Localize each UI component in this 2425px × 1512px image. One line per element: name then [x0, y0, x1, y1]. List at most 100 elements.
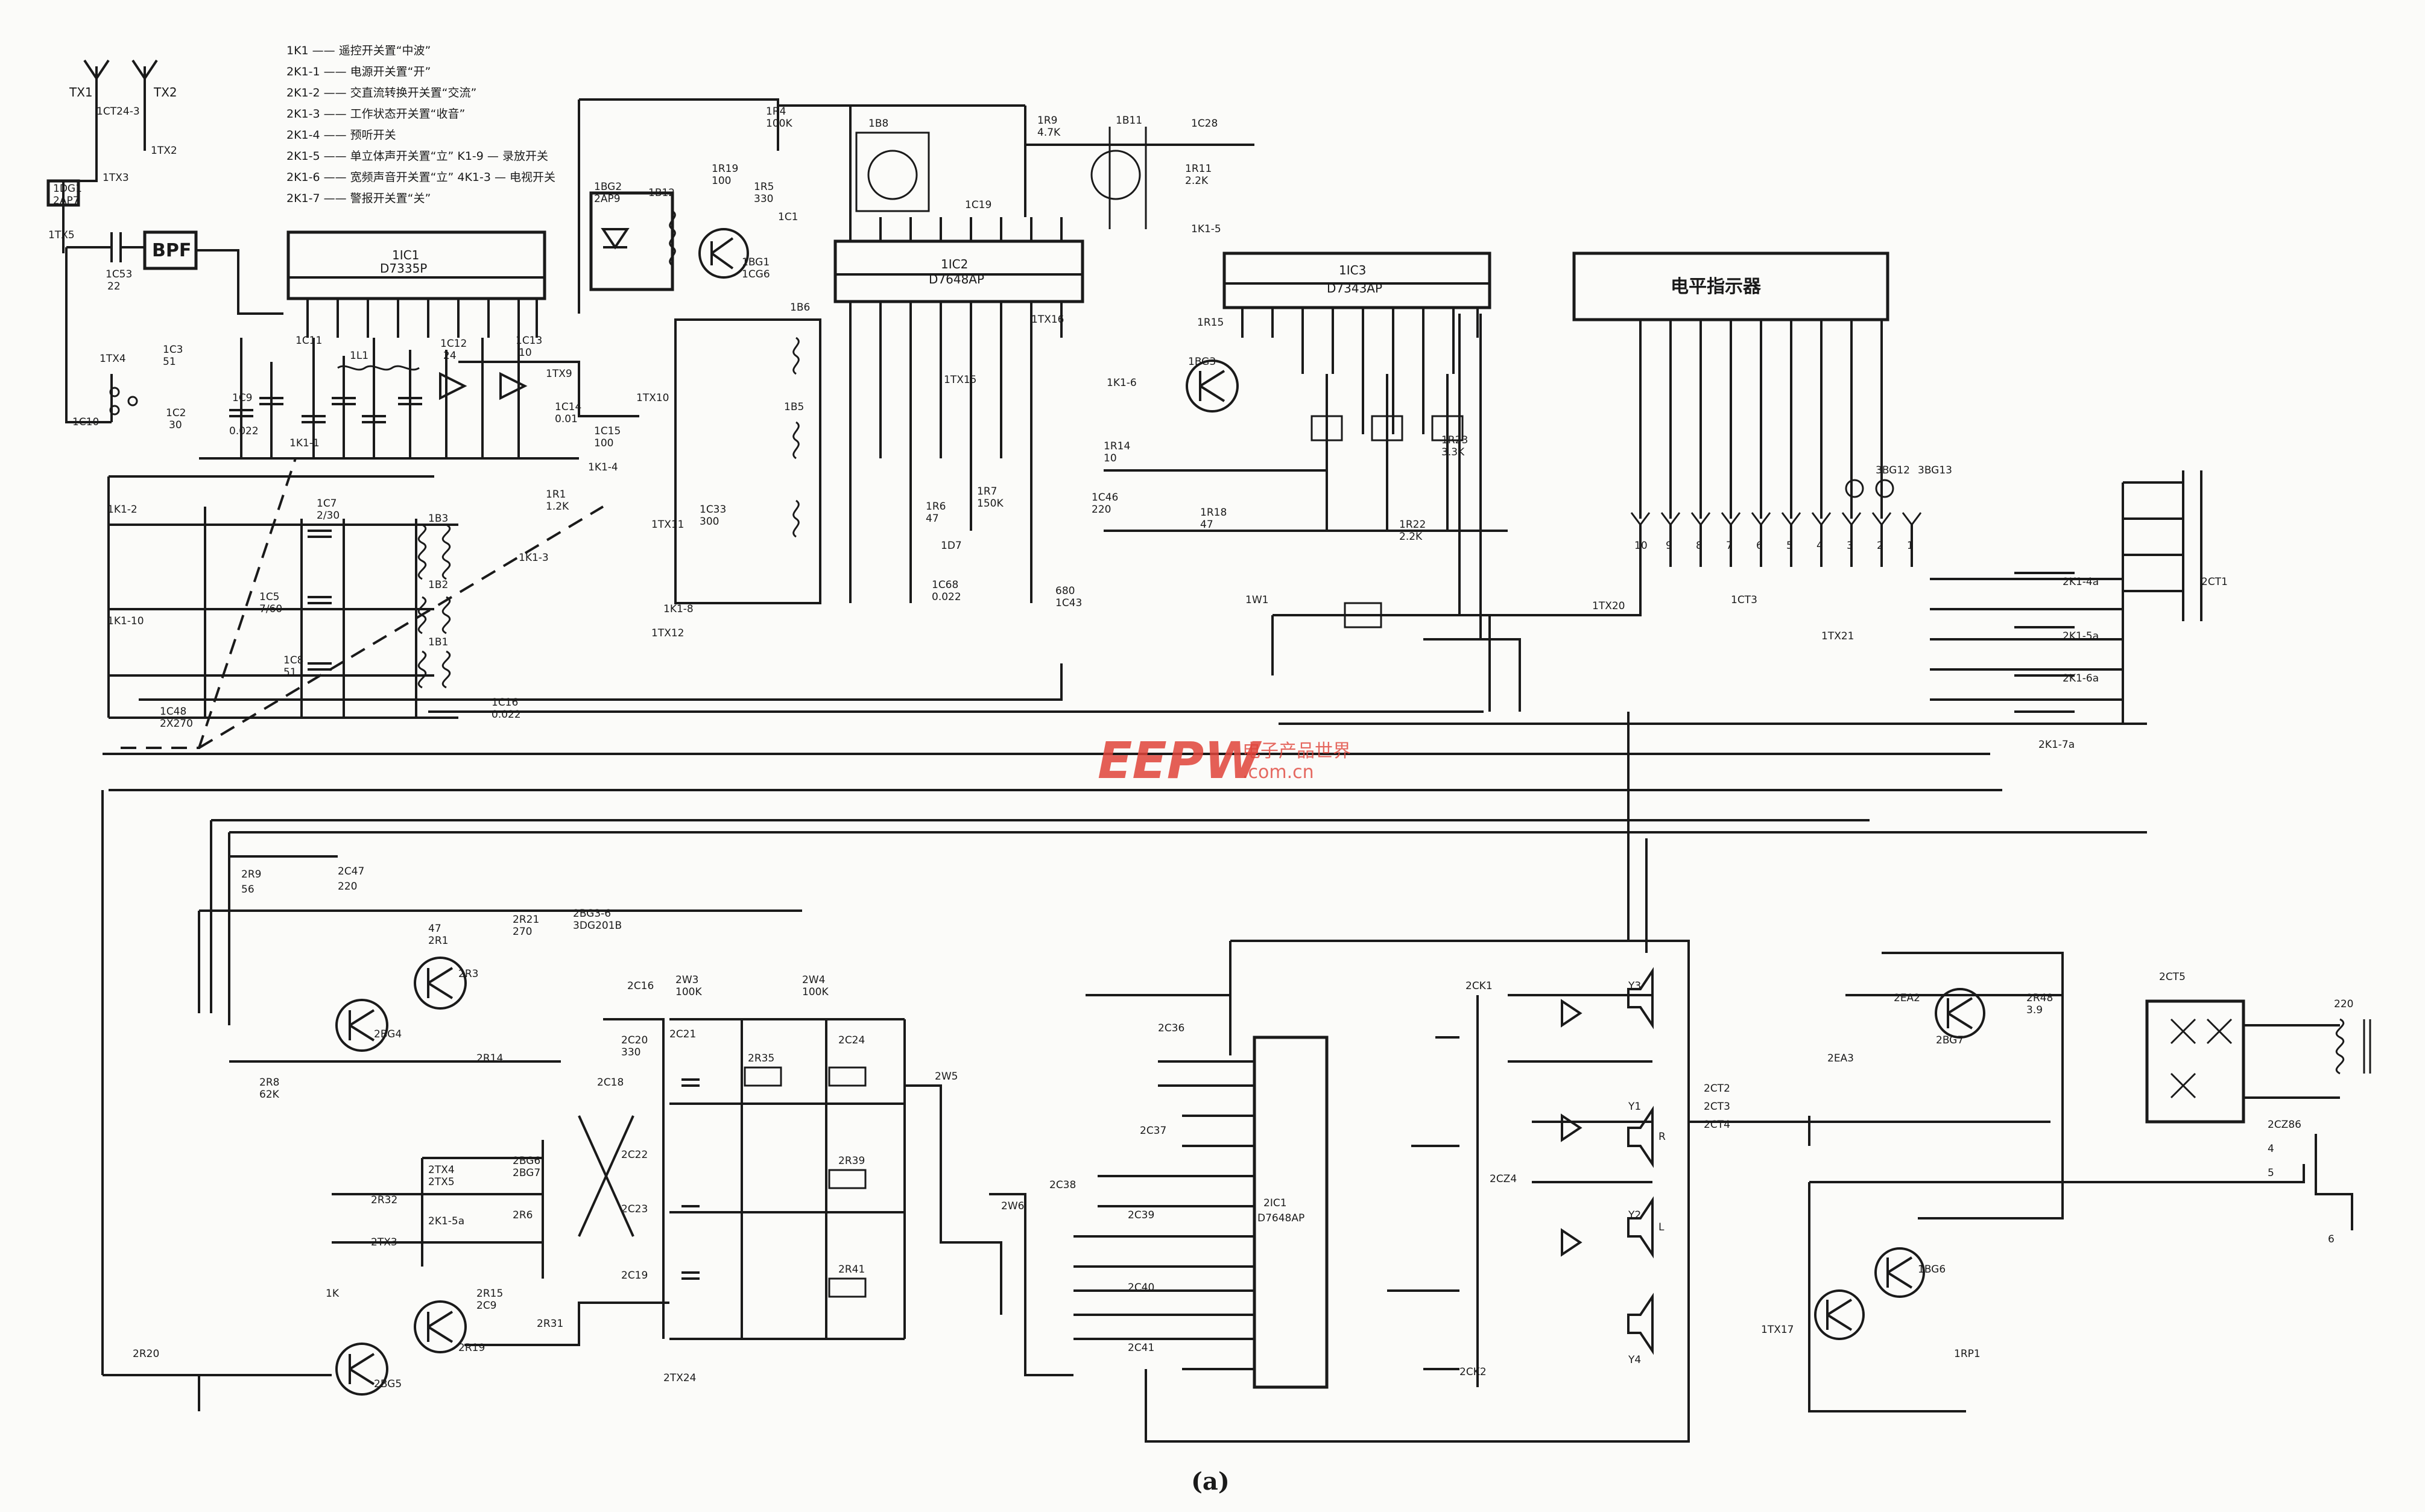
watermark-text: 电子产品世界	[1242, 741, 1351, 762]
label-1c33: 1C33	[700, 504, 726, 516]
ic-1ic1: 1IC1 D7335P	[286, 230, 546, 338]
label-2ct4: 2CT3	[1704, 1101, 1730, 1113]
decoder-section: 1B8 1R4 100K 1C28 1R9 4.7K 1B11 1C19 1R1…	[766, 104, 1254, 609]
label-2ct3: 2CT2	[1704, 1083, 1730, 1095]
label-2r25: 2TX4	[428, 1164, 455, 1176]
label-1c10: 1K1-1	[289, 437, 320, 449]
ic-1ic2: 1IC2 D7648AP	[833, 217, 1084, 603]
label-1l1: 1L1	[350, 350, 368, 362]
ic1-part: D7335P	[380, 261, 427, 276]
label-2bg4: 2R3	[458, 968, 478, 980]
label-2r35: 2R35	[748, 1052, 774, 1064]
label-2k1-6a: 2K1-6a	[2063, 672, 2099, 685]
label-1b1: 1B1	[428, 636, 448, 648]
label-1bg1: 1BG1	[742, 256, 770, 268]
label-1r1: 1R1	[546, 489, 566, 501]
label-1rp1: 1TX17	[1761, 1324, 1794, 1336]
label-1r9: 1R9	[1037, 115, 1057, 127]
label-2c19: 2C19	[621, 1270, 648, 1282]
label-1r7-val: 150K	[977, 498, 1004, 510]
label-1c19: 1C19	[965, 199, 991, 211]
label-2w6: 2W6	[1001, 1200, 1024, 1212]
stereo-section: 1BG3 1R15 1K1-6 1R14 10 1C46 220 1R18 47…	[1092, 317, 2228, 712]
label-1k1-10: 1K1-10	[107, 615, 144, 627]
tuner-section: 1C7 2/30 1B3 1B2 1B1 1K1-3 1C5 7/60 1C8 …	[107, 458, 684, 749]
label-1bg3: 1BG3	[1188, 356, 1216, 368]
label-1c2: 1C2	[166, 407, 186, 419]
label-1c7: 1C7	[317, 498, 337, 510]
label-2tx3: 2R14	[476, 1052, 503, 1064]
eepw-watermark: EEPW 电子产品世界 .com.cn	[1098, 731, 1351, 790]
label-2r21-val: 270	[513, 926, 532, 938]
label-2r40: 2R39	[838, 1155, 865, 1167]
label-1b8: 1B8	[868, 118, 888, 130]
label-1tx3: 1TX3	[103, 172, 129, 184]
label-1tx10: 1TX10	[636, 392, 669, 404]
output-section: 2CK1 2CK2 2CZ4 Y3 Y1 Y2 Y4 R L	[1387, 967, 1666, 1387]
label-1r4-val: 100K	[766, 118, 792, 130]
label-2w4: 2W4	[802, 974, 825, 986]
label-y3: Y3	[1628, 980, 1641, 992]
label-1tx20: 1TX20	[1592, 600, 1625, 612]
meter-pin-6: 6	[1756, 540, 1763, 552]
label-1tx5: 1TX5	[48, 229, 75, 241]
label-1k1-8: 1K1-8	[663, 603, 694, 615]
label-2c16: 2C16	[627, 980, 654, 992]
label-2r20: 2R15	[476, 1288, 503, 1300]
connector-2ct1: 2K1-4a 2K1-5a 2K1-6a 2K1-7a	[1930, 470, 2202, 751]
label-tx2: TX2	[153, 85, 177, 100]
label-1r8: 680	[1055, 585, 1075, 597]
label-1r11: 1R11	[1185, 163, 1212, 175]
label-3bg13: 3BG13	[1918, 464, 1952, 476]
label-1tx4: 1TX4	[100, 353, 126, 365]
preamp-section: 2R9 56 2C47 220 2R21 270 2BG3-6 3DG201B …	[103, 855, 802, 1411]
ic4-ref: 2IC1	[1263, 1197, 1287, 1209]
watermark-logo: EEPW	[1098, 731, 1262, 790]
label-1r9-val: 4.7K	[1037, 127, 1061, 139]
label-1k1-3: 1K1-3	[519, 552, 549, 564]
label-2r31-val: 2BG7	[513, 1167, 540, 1179]
label-2r31: 2BG6	[513, 1155, 540, 1167]
label-1r5-val: 330	[754, 193, 773, 205]
label-2ck2: 2CK2	[1459, 1366, 1487, 1378]
label-1r14-val: 10	[1104, 452, 1117, 464]
label-1c5-val: 7/60	[259, 603, 282, 615]
label-tx1: TX1	[69, 85, 93, 100]
label-2w5: 2W5	[935, 1071, 958, 1083]
label-1cg6: 1CG6	[742, 268, 770, 280]
label-1tx17: 1BG6	[1918, 1264, 1946, 1276]
label-2r48: 2R48	[2026, 992, 2053, 1004]
label-1c68: 1C68	[932, 579, 958, 591]
label-1c12-val: 24	[443, 350, 457, 362]
label-2r26: 2K1-5a	[428, 1215, 464, 1227]
label-2w3-val: 100K	[675, 986, 702, 998]
label-1c48: 1C48	[160, 706, 186, 718]
label-2r14: 1K	[326, 1288, 340, 1300]
legend-note-4: 2K1-3 —— 工作状态开关置“收音”	[286, 107, 465, 121]
label-l-channel: L	[1658, 1221, 1665, 1233]
label-2ea2: 2EA2	[1894, 992, 1920, 1004]
label-y2: Y2	[1628, 1209, 1641, 1221]
label-1ct24: 1CT24-3	[96, 106, 140, 118]
label-1w1: 1W1	[1245, 594, 1268, 606]
level-indicator-label: 电平指示器	[1671, 276, 1762, 297]
label-1c68-val: 0.022	[932, 591, 961, 603]
label-1c11: 1C11	[296, 335, 322, 347]
label-1c46: 1C46	[1092, 492, 1118, 504]
label-2r5-val: 62K	[259, 1089, 280, 1101]
label-2bg3: 2BG4	[374, 1028, 402, 1040]
label-3bg12: 3BG12	[1876, 464, 1910, 476]
legend-note-5: 2K1-4 —— 预听开关	[286, 128, 396, 142]
label-1b2: 1B2	[428, 579, 448, 591]
label-1c53: 1C53	[106, 268, 132, 280]
label-2c41: 2C41	[1128, 1342, 1154, 1354]
label-2c20: 2C20	[621, 1034, 648, 1046]
label-2c22: 2C22	[621, 1149, 648, 1161]
ic-1ic3: 1IC3 D7343AP	[1222, 251, 1491, 639]
label-1c48-val: 2X270	[160, 718, 193, 730]
ic-2ic1: 2IC1 D7648AP 2C36 2C37 2C38 2C39 2C40 2C…	[905, 940, 1690, 1443]
label-2c39: 2C39	[1128, 1209, 1154, 1221]
label-1r8-val: 1C43	[1055, 597, 1082, 609]
label-1k1-5: 1K1-5	[1191, 223, 1221, 235]
